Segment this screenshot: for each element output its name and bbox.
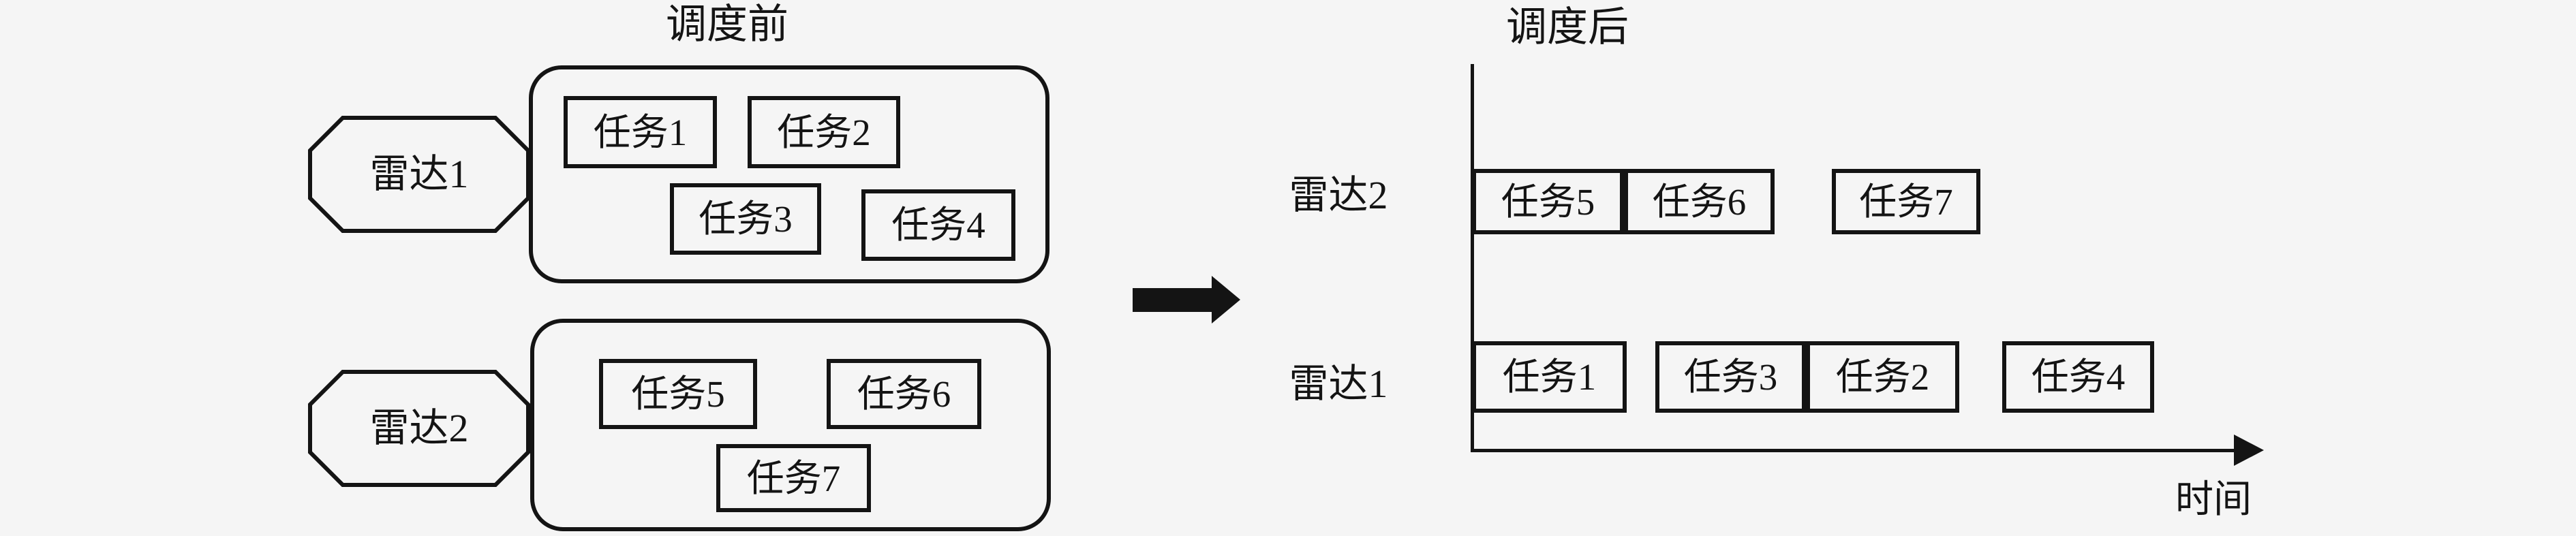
radar2-octagon-shape [308,370,530,487]
gantt-bar-task-7: 任务7 [1832,169,1980,234]
before-task-1: 任务1 [564,96,717,168]
radar1-task-pool [529,65,1049,283]
radar2-task-pool [530,319,1051,531]
gantt-row-label-radar2: 雷达2 [1289,173,1388,217]
before-task-3: 任务3 [670,183,821,255]
before-task-5: 任务5 [599,359,757,429]
radar1-node-label: 雷达1 [369,152,469,196]
gantt-bar-task-3: 任务3 [1655,341,1806,413]
gantt-bar-task-2: 任务2 [1806,341,1959,413]
transform-right-arrow-icon [1133,276,1240,324]
radar1-octagon-shape [308,116,530,233]
before-title: 调度前 [666,2,788,47]
before-task-2: 任务2 [748,96,900,168]
time-axis-label: 时间 [2175,479,2252,521]
gantt-y-axis [1471,64,1474,452]
radar2-node-label: 雷达2 [369,406,469,450]
after-title: 调度后 [1506,5,1629,50]
gantt-bar-task-5: 任务5 [1472,169,1624,234]
before-task-7: 任务7 [716,444,871,512]
before-task-6: 任务6 [827,359,981,429]
before-task-4: 任务4 [861,189,1015,261]
gantt-bar-task-6: 任务6 [1624,169,1775,234]
gantt-row-label-radar1: 雷达1 [1289,362,1388,406]
gantt-x-axis [1471,449,2235,452]
x-axis-arrowhead-icon [2234,435,2264,466]
gantt-bar-task-4: 任务4 [2002,341,2154,413]
gantt-bar-task-1: 任务1 [1472,341,1627,413]
